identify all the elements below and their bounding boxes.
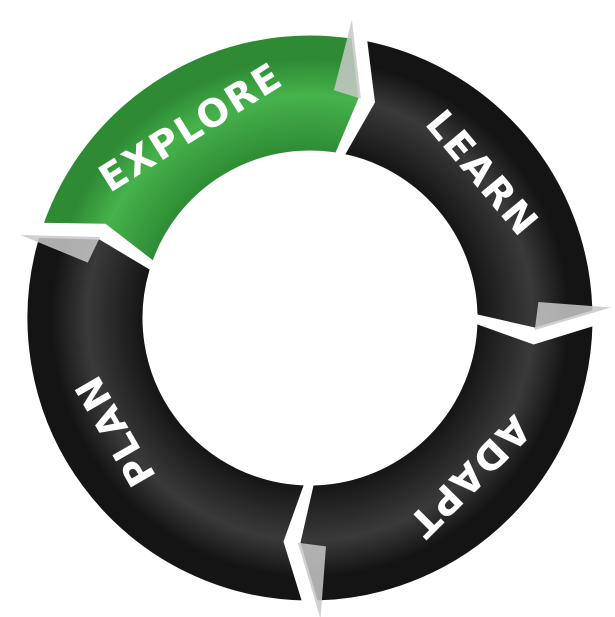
arrow-tip-shade-adapt [297,542,326,617]
arrow-tip-shade-explore [333,19,361,99]
arrow-tip-shade-plan [20,235,101,263]
arrow-tip-shade-learn [534,302,611,331]
segment-arrow-plan [20,232,311,606]
cycle-segments [20,19,612,617]
